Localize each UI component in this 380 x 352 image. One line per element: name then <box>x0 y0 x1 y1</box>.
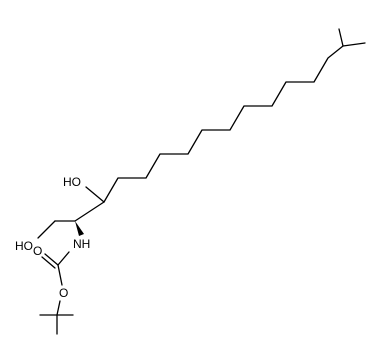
carbonyl-double-bond-1 <box>44 253 59 266</box>
bond-carbonyl-ester-o <box>57 264 63 286</box>
bond-n-carbonyl <box>57 251 70 266</box>
label-ester-oxygen: O <box>59 286 68 300</box>
wedge-bond-c2-n <box>75 221 84 236</box>
label-hydroxyl-secondary: HO <box>63 175 81 189</box>
isopropyl-branch-1 <box>338 28 344 47</box>
bond-ester-o-tbu <box>56 300 61 316</box>
label-amine: NH <box>73 237 90 251</box>
label-hydroxyl-primary: HO <box>15 239 33 253</box>
isopropyl-branch-2 <box>342 42 366 47</box>
label-carbonyl-oxygen: O <box>33 244 42 258</box>
bond-c1-oh <box>37 220 56 239</box>
carbonyl-double-bond-2 <box>41 256 56 269</box>
alkyl-chain <box>103 45 344 203</box>
bond-c3-c2 <box>74 201 105 222</box>
bond-c3-oh <box>85 186 105 203</box>
